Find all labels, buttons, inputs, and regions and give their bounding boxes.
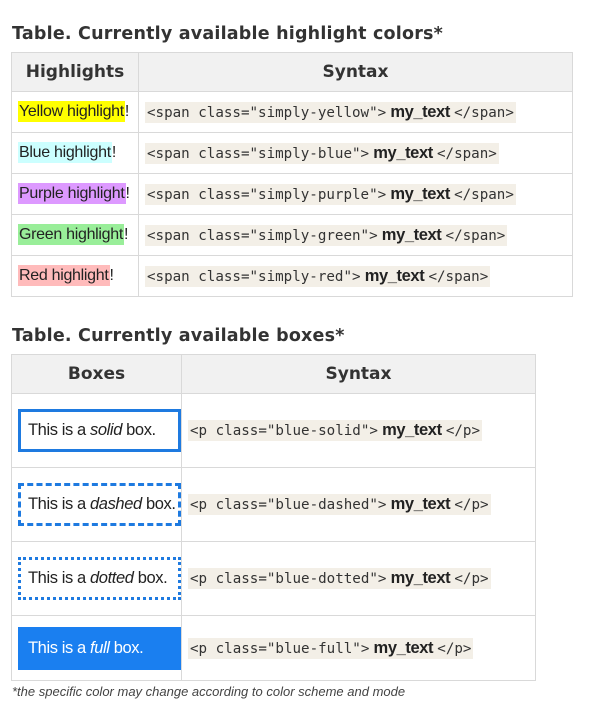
code-text: my_text	[382, 421, 442, 439]
highlight-sample: Blue highlight	[18, 142, 112, 163]
box-sample-cell: This is a full box.	[11, 615, 182, 681]
box-sample-cell: This is a dotted box.	[11, 541, 182, 616]
footnote: *the specific color may change according…	[12, 684, 406, 699]
code-text: my_text	[390, 184, 450, 203]
table-row: This is a dotted box. <p class="blue-dot…	[11, 541, 536, 616]
exclamation: !	[125, 185, 130, 202]
highlight-sample-cell: Blue highlight!	[11, 132, 139, 174]
code-close-tag: </p>	[454, 497, 489, 513]
highlight-sample-cell: Green highlight!	[11, 214, 139, 256]
box-sample-cell: This is a dashed box.	[11, 467, 182, 542]
code-open-tag: <p class="blue-full">	[190, 640, 370, 657]
syntax-cell: <span class="simply-green"> my_text </sp…	[138, 214, 573, 256]
col-header-syntax: Syntax	[138, 52, 573, 92]
table-row: Purple highlight! <span class="simply-pu…	[11, 173, 573, 215]
code-close-tag: </span>	[454, 186, 514, 203]
syntax-cell: <p class="blue-dashed"> my_text </p>	[181, 467, 536, 542]
dashed-box-sample: This is a dashed box.	[18, 483, 181, 526]
code-open-tag: <span class="simply-purple">	[147, 186, 387, 203]
code-text: my_text	[373, 638, 434, 657]
col-header-syntax: Syntax	[181, 354, 536, 394]
solid-box-sample: This is a solid box.	[18, 409, 181, 452]
table-row: Yellow highlight! <span class="simply-ye…	[11, 91, 573, 133]
code-text: my_text	[390, 495, 451, 513]
code-close-tag: </p>	[454, 571, 489, 587]
syntax-cell: <p class="blue-dotted"> my_text </p>	[181, 541, 536, 616]
code-close-tag: </span>	[437, 145, 497, 162]
table-row: This is a solid box. <p class="blue-soli…	[11, 393, 536, 468]
col-header-boxes: Boxes	[11, 354, 182, 394]
highlights-table-caption: Table. Currently available highlight col…	[12, 24, 443, 44]
code-close-tag: </p>	[437, 640, 472, 657]
code-close-tag: </span>	[445, 227, 506, 244]
syntax-cell: <span class="simply-blue"> my_text </spa…	[138, 132, 573, 174]
syntax-cell: <span class="simply-yellow"> my_text </s…	[138, 91, 573, 133]
table-header-row: Boxes Syntax	[11, 354, 536, 394]
code-text: my_text	[364, 266, 425, 285]
exclamation: !	[124, 103, 130, 120]
code-close-tag: </span>	[454, 104, 514, 121]
syntax-cell: <span class="simply-red"> my_text </span…	[138, 255, 573, 297]
code-open-tag: <p class="blue-solid">	[190, 423, 378, 439]
code-close-tag: </p>	[445, 423, 481, 439]
table-row: This is a dashed box. <p class="blue-das…	[11, 467, 536, 542]
exclamation: !	[109, 267, 114, 284]
table-row: Blue highlight! <span class="simply-blue…	[11, 132, 573, 174]
code-text: my_text	[390, 569, 451, 587]
code-open-tag: <span class="simply-yellow">	[147, 104, 387, 121]
syntax-cell: <p class="blue-full"> my_text </p>	[181, 615, 536, 681]
col-header-highlights: Highlights	[11, 52, 139, 92]
syntax-cell: <p class="blue-solid"> my_text </p>	[181, 393, 536, 468]
exclamation: !	[111, 144, 117, 161]
code-open-tag: <span class="simply-green">	[147, 227, 378, 244]
code-open-tag: <p class="blue-dashed">	[190, 497, 387, 513]
highlight-sample: Red highlight	[18, 265, 110, 286]
exclamation: !	[124, 226, 129, 243]
table-row: This is a full box. <p class="blue-full"…	[11, 615, 536, 681]
boxes-table: Boxes Syntax This is a solid box. <p cla…	[11, 354, 536, 681]
code-text: my_text	[381, 225, 442, 244]
highlights-table: Highlights Syntax Yellow highlight! <spa…	[11, 52, 573, 297]
table-row: Green highlight! <span class="simply-gre…	[11, 214, 573, 256]
boxes-table-caption: Table. Currently available boxes*	[12, 326, 345, 346]
table-row: Red highlight! <span class="simply-red">…	[11, 255, 573, 297]
highlight-sample-cell: Red highlight!	[11, 255, 139, 297]
highlight-sample: Yellow highlight	[18, 101, 125, 122]
code-text: my_text	[373, 143, 433, 162]
highlight-sample: Purple highlight	[18, 183, 126, 204]
code-close-tag: </span>	[428, 268, 489, 285]
dotted-box-sample: This is a dotted box.	[18, 557, 181, 600]
code-open-tag: <p class="blue-dotted">	[190, 571, 387, 587]
highlight-sample-cell: Yellow highlight!	[11, 91, 139, 133]
code-open-tag: <span class="simply-red">	[147, 268, 361, 285]
highlight-sample-cell: Purple highlight!	[11, 173, 139, 215]
syntax-cell: <span class="simply-purple"> my_text </s…	[138, 173, 573, 215]
code-open-tag: <span class="simply-blue">	[147, 145, 370, 162]
table-header-row: Highlights Syntax	[11, 52, 573, 92]
code-text: my_text	[390, 102, 450, 121]
box-sample-cell: This is a solid box.	[11, 393, 182, 468]
full-box-sample: This is a full box.	[18, 626, 181, 670]
highlight-sample: Green highlight	[18, 224, 125, 245]
